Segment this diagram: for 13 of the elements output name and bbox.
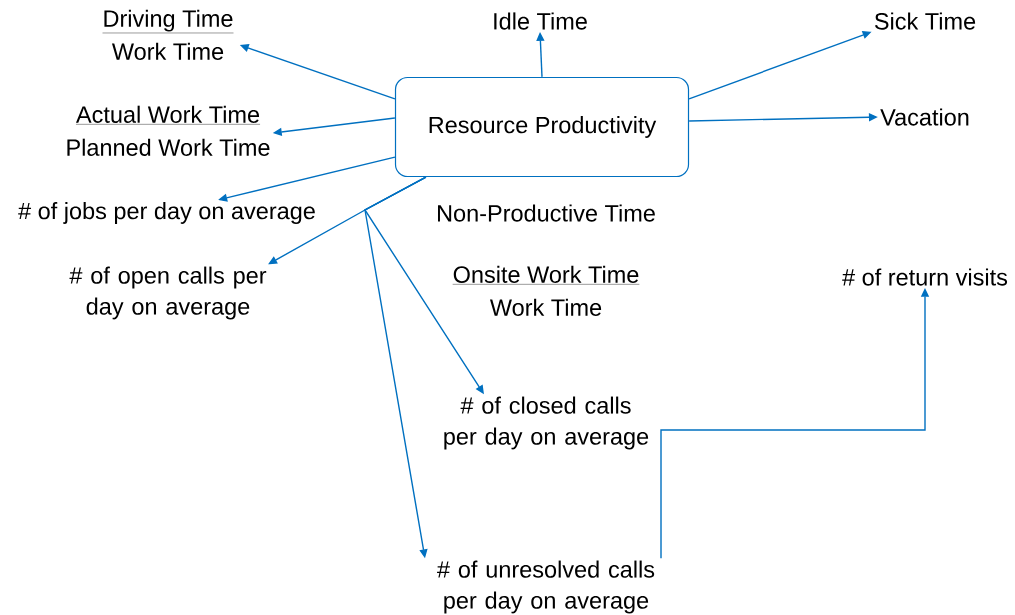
- node-label: Idle Time: [494, 12, 587, 30]
- node-label: # of open calls per day on average: [69, 266, 267, 320]
- node-label: # of jobs per day on average: [18, 202, 315, 224]
- ratio-label: Driving Time Work Time: [102, 9, 234, 60]
- node-label: # of unresolved calls per day on average: [437, 560, 655, 614]
- text-label: Non-Productive Time: [438, 204, 655, 222]
- node-label: Vacation: [880, 108, 969, 126]
- ratio-label: Onsite Work Time Work Time: [452, 265, 640, 316]
- node-label: Sick Time: [874, 12, 976, 30]
- node-label: # of closed calls per day on average: [444, 396, 649, 450]
- node-label: # of return visits: [842, 268, 1008, 286]
- process-box: Resource Productivity: [394, 76, 690, 178]
- ratio-label: Actual Work Time Planned Work Time: [67, 105, 270, 156]
